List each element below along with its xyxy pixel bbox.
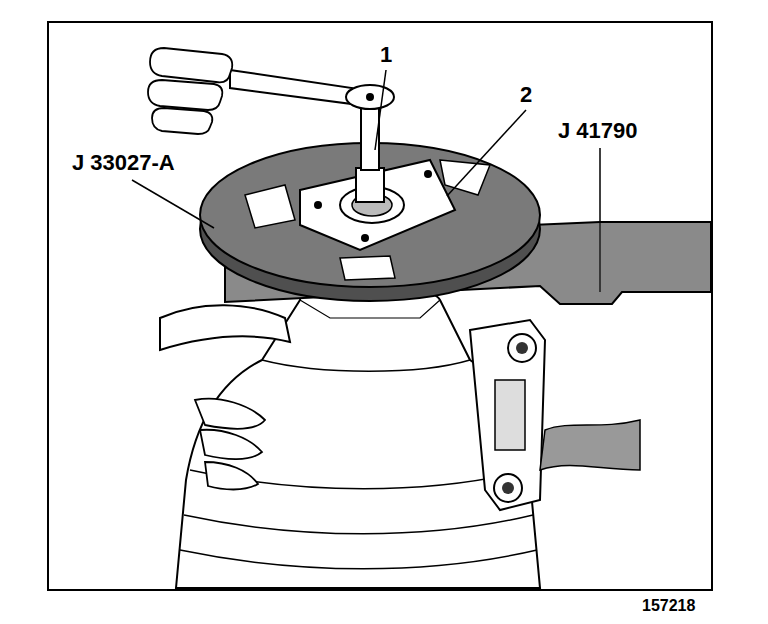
clamp-mechanism — [502, 482, 514, 494]
compressor-tool-plate — [340, 256, 395, 280]
compressor-body — [180, 550, 537, 569]
hand-upper — [150, 48, 232, 82]
ratchet-socket — [356, 168, 384, 202]
ratchet-socket — [366, 93, 374, 101]
leader-line — [447, 110, 526, 196]
ratchet-socket — [361, 100, 379, 170]
tool-number: J 33027-A — [70, 150, 177, 175]
hand-upper — [152, 108, 212, 134]
hand-lower — [160, 305, 290, 489]
compressor-tool-plate — [245, 185, 295, 228]
hand-upper — [148, 80, 222, 110]
compressor-body — [300, 300, 440, 318]
retainer-plate — [361, 234, 369, 242]
compressor-body — [262, 360, 470, 371]
hand-lower — [205, 462, 258, 490]
ratchet-socket — [230, 70, 394, 202]
callout-number: 2 — [518, 82, 534, 107]
clamp-mechanism — [516, 342, 528, 354]
figure-number: 157218 — [640, 597, 697, 615]
retainer-plate — [424, 170, 432, 178]
leader-line — [132, 70, 600, 228]
clamp-mechanism — [494, 474, 522, 502]
clamp-mechanism — [470, 320, 640, 510]
hand-lower — [195, 399, 265, 429]
retainer-plate — [314, 201, 322, 209]
hand-lower — [160, 305, 290, 350]
hand-upper — [148, 48, 232, 134]
leader-line — [132, 180, 214, 228]
clamp-mechanism — [540, 420, 640, 470]
callout-number: 1 — [378, 42, 394, 67]
ratchet-socket — [230, 70, 352, 104]
compressor-body — [184, 515, 533, 534]
ratchet-socket — [346, 85, 394, 109]
clamp-mechanism — [508, 334, 536, 362]
holding-fixture — [599, 222, 600, 292]
retainer-plate — [300, 160, 455, 250]
clamp-mechanism — [495, 380, 525, 450]
leader-line — [599, 148, 601, 222]
tool-number: J 41790 — [556, 118, 640, 143]
leader-line — [375, 70, 386, 150]
frame — [48, 22, 712, 590]
retainer-plate — [300, 160, 455, 250]
hand-lower — [200, 430, 262, 459]
clamp-mechanism — [470, 320, 545, 510]
